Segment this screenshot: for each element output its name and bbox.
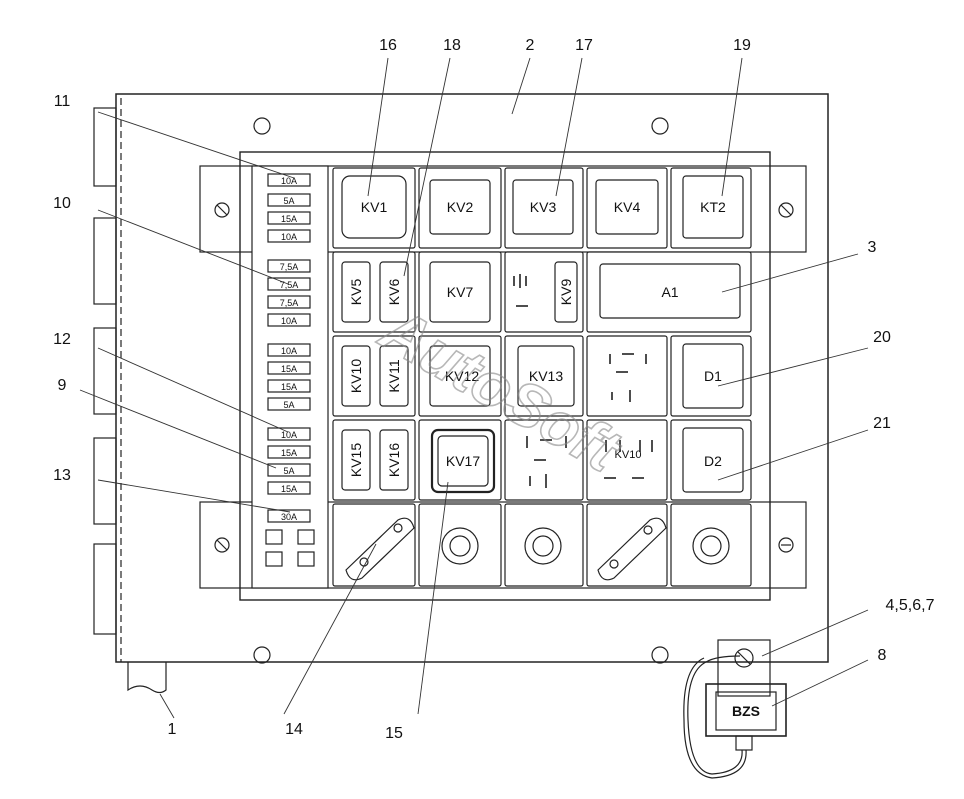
callout-14: 14 [285,721,303,738]
fuse-label: 15A [281,484,297,494]
relay-d2: D2 [704,453,722,469]
bzs-module [683,639,787,779]
fuse-label: 15A [281,364,297,374]
relay-kv9: KV9 [558,279,574,306]
fuse-label: 10A [281,346,297,356]
fuse-label: 7,5A [280,298,299,308]
fuse-label: 7,5A [280,280,299,290]
relay-kv2: KV2 [447,199,474,215]
bottom-row-parts [345,517,730,581]
relay-kv7: KV7 [447,284,474,300]
callout-9: 9 [58,377,67,394]
fuse-label: 10A [281,176,297,186]
relay-kv3: KV3 [530,199,557,215]
pin-sockets [513,274,653,488]
fuse-label: 5A [283,400,294,410]
relay-kt2: KT2 [700,199,726,215]
relay-kv11: KV11 [386,359,402,392]
relay-kv17: KV17 [446,453,480,469]
bottom-leg [127,662,167,694]
callout-8: 8 [878,647,887,664]
relay-d1: D1 [704,368,722,384]
relay-kv12: KV12 [445,368,479,384]
relay-kv5: KV5 [348,279,364,306]
callout-4-5-6-7: 4,5,6,7 [886,597,935,614]
mounting-holes [253,117,669,664]
fuse-label: 10A [281,316,297,326]
top-flange [199,165,807,253]
fuse-label: 10A [281,232,297,242]
callout-2: 2 [526,37,535,54]
leader-lines [79,57,869,719]
fuse-column [251,165,329,589]
fuse-outlines [265,173,315,567]
relay-kv1: KV1 [361,199,388,215]
relay-kv16: KV16 [386,443,402,477]
fuse-label: 5A [283,196,294,206]
callout-19: 19 [733,37,751,54]
small-relay-label: KV10 [615,449,642,461]
relay-kv4: KV4 [614,199,641,215]
relay-kv15: KV15 [348,443,364,477]
bzs-label: BZS [732,703,760,719]
fuse-label: 30A [281,512,297,522]
relay-labels: KV1 KV2 KV3 KV4 KT2 KV5 KV6 KV7 KV9 A1 K… [348,199,726,477]
callout-labels: 16 18 2 17 19 11 10 3 12 9 20 21 13 4,5,… [53,37,934,742]
callout-17: 17 [575,37,593,54]
fuse-label: 7,5A [280,262,299,272]
relay-kv10: KV10 [348,359,364,393]
fuse-label: 15A [281,448,297,458]
callout-13: 13 [53,467,71,484]
relay-bodies [341,175,744,494]
relay-grid [332,167,752,587]
fuse-label: 10A [281,430,297,440]
relay-kv13: KV13 [529,368,563,384]
fuse-label: 15A [281,214,297,224]
callout-10: 10 [53,195,71,212]
relay-a1: A1 [661,284,678,300]
fuse-labels: 10A 5A 15A 10A 7,5A 7,5A 7,5A 10A 10A 15… [280,176,299,522]
callout-12: 12 [53,331,71,348]
left-side-brackets [93,107,117,635]
callout-3: 3 [868,239,877,256]
callout-15: 15 [385,725,403,742]
callout-20: 20 [873,329,891,346]
block-housing [239,151,771,601]
callout-18: 18 [443,37,461,54]
callout-21: 21 [873,415,891,432]
bottom-flange [199,501,807,589]
flange-screws [214,202,794,553]
fuse-label: 5A [283,466,294,476]
base-plate [115,93,829,663]
callout-16: 16 [379,37,397,54]
callout-1: 1 [168,721,177,738]
fuse-label: 15A [281,382,297,392]
relay-kv6: KV6 [386,279,402,306]
callout-11: 11 [54,93,71,110]
